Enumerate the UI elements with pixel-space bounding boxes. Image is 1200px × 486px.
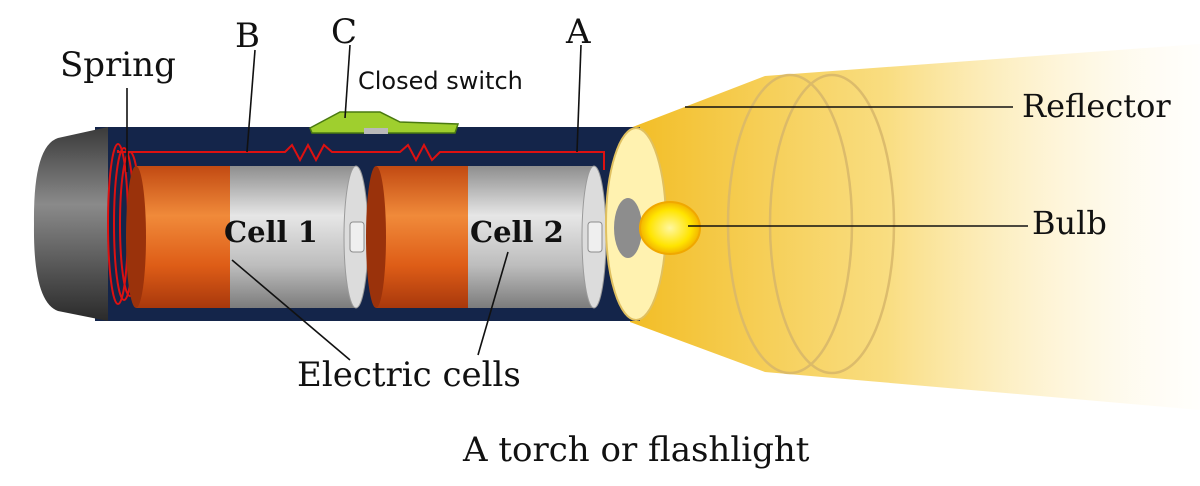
closed-switch [309, 111, 460, 134]
caption: A torch or flashlight [462, 430, 810, 470]
bulb [639, 201, 701, 255]
cell-1-label: Cell 1 [224, 215, 318, 249]
label-a: A [565, 12, 591, 52]
reflector-rim [726, 73, 896, 375]
label-b: B [235, 16, 260, 56]
spring-label: Spring [60, 45, 176, 85]
circuit-wire [117, 142, 605, 170]
switch-contact [364, 128, 388, 134]
label-c: C [331, 12, 357, 52]
light-beam [630, 44, 1200, 410]
cell-1 [126, 165, 369, 309]
cell-2 [366, 165, 607, 309]
reflector-label: Reflector [1022, 87, 1171, 125]
bulb-label: Bulb [1032, 204, 1107, 242]
end-cap [33, 127, 108, 321]
cell-2-label: Cell 2 [470, 215, 564, 249]
electric-cells-label: Electric cells [297, 355, 521, 395]
bulb-holder [605, 127, 667, 321]
closed-switch-label: Closed switch [358, 67, 523, 95]
pointer-lines [126, 44, 1028, 361]
